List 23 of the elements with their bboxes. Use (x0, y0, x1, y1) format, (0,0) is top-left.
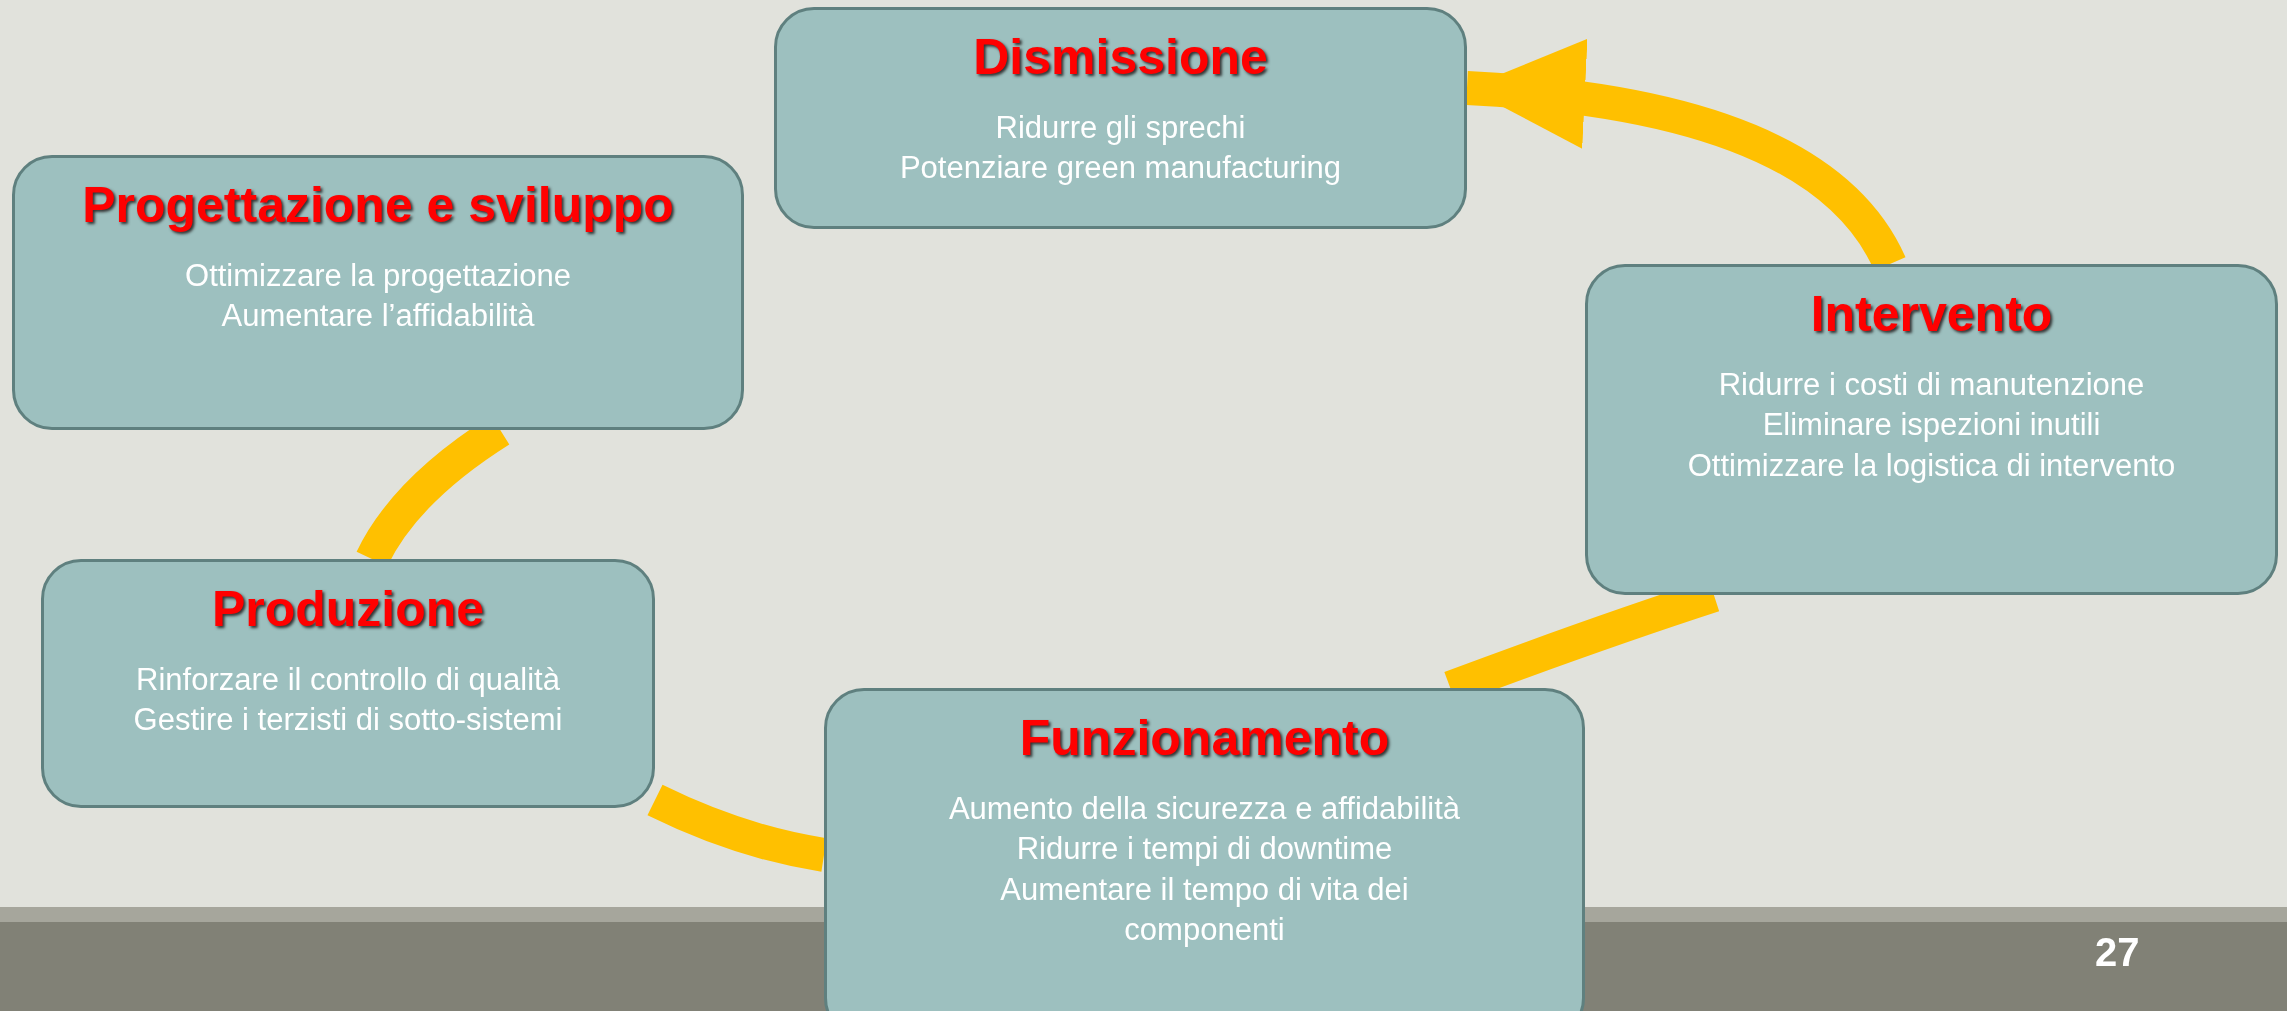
stage-box (824, 688, 1585, 1011)
stage-title: Intervento (1810, 285, 2053, 343)
goal-text: Ottimizzare la progettazione (185, 257, 571, 295)
stage-box (41, 559, 655, 808)
goal-text: Aumento della sicurezza e affidabilità (948, 790, 1461, 828)
goal-text: Potenziare green manufacturing (899, 149, 1342, 188)
goal-text: Aumentare il tempo di vita dei componenti (999, 870, 1410, 949)
goal-text: Ridurre gli sprechi (995, 109, 1246, 147)
goal-text: Gestire i terzisti di sotto-sistemi (133, 701, 563, 740)
goal-text: Ridurre i costi di manutenzione (1718, 366, 2145, 404)
stage-box (774, 7, 1467, 229)
goal-text: Ridurre i tempi di downtime (1016, 830, 1393, 869)
stage-title: Progettazione e sviluppo (82, 176, 674, 234)
page-number: 27 (2095, 930, 2140, 975)
goal-text: Rinforzare il controllo di qualità (136, 661, 560, 699)
stage-title: Funzionamento (1019, 709, 1390, 767)
stage-title: Dismissione (973, 28, 1268, 86)
stage-box (1585, 264, 2278, 595)
goal-text: Eliminare ispezioni inutili (1762, 406, 2101, 445)
stage-box (12, 155, 744, 430)
stage-title: Produzione (211, 580, 485, 638)
goal-text: Aumentare l’affidabilità (221, 297, 535, 336)
goal-text: Ottimizzare la logistica di intervento (1687, 446, 2176, 485)
